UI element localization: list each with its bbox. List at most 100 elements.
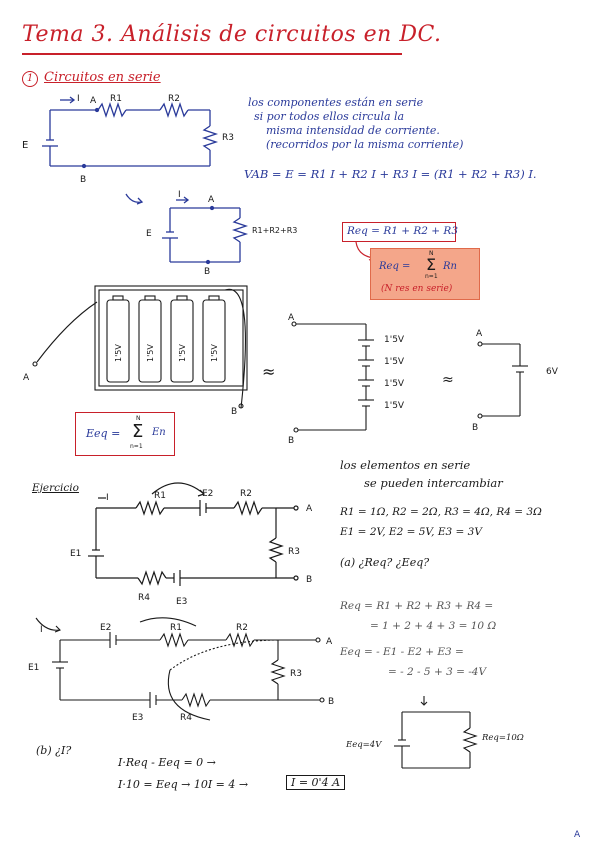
stack-cell-1: 1'5V: [384, 335, 405, 345]
sigma-icon: Σ: [426, 255, 437, 274]
exercise-values-r: R1 = 1Ω, R2 = 2Ω, R3 = 4Ω, R4 = 3Ω: [340, 506, 542, 518]
single-battery-diagram: A B 6V: [472, 329, 559, 432]
serie-description: los componentes están en serie si por to…: [248, 96, 463, 152]
ex2-node-a: A: [326, 637, 333, 647]
circuit2-node-a: A: [208, 195, 215, 205]
ex-e2-label: E2: [202, 489, 213, 499]
exercise-values-e: E1 = 2V, E2 = 5V, E3 = 3V: [340, 526, 482, 538]
question-a: (a) ¿Req? ¿Eeq?: [340, 556, 430, 569]
battery-cell-3: 1'5V: [178, 344, 187, 362]
circuit2-req-label: R1+R2+R3: [252, 226, 297, 235]
equation-b2: I·10 = Eeq → 10I = 4 →: [118, 778, 249, 791]
stacked-battery-diagram: A B 1'5V 1'5V 1'5V 1'5V: [288, 313, 405, 446]
ex2-node-b: B: [328, 697, 334, 707]
exercise-redrawn-circuit: I E2 R1 R2 A E1 R3 E3 R4 B: [28, 617, 334, 723]
circuit2-e-label: E: [146, 229, 152, 239]
solution-eeq1: Eeq = - E1 - E2 + E3 =: [340, 646, 464, 658]
stack-node-b: B: [288, 436, 294, 446]
stack-cell-3: 1'5V: [384, 379, 405, 389]
circuit1-r2-label: R2: [168, 94, 180, 104]
ex-current-label: I: [106, 493, 109, 503]
equation-b1: I·Req - Eeq = 0 →: [118, 756, 216, 769]
exercise-heading: Ejercicio: [32, 482, 79, 494]
solution-block: Req = R1 + R2 + R3 + R4 = = 1 + 2 + 4 + …: [340, 596, 496, 682]
exercise-values: R1 = 1Ω, R2 = 2Ω, R3 = 4Ω, R4 = 3Ω E1 = …: [340, 502, 542, 542]
ex-e1-label: E1: [70, 549, 81, 559]
circuit1-node-b: B: [80, 175, 86, 185]
ex-node-a: A: [306, 504, 313, 514]
eeq-lhs: Eeq =: [86, 427, 121, 440]
stack-cell-2: 1'5V: [384, 357, 405, 367]
title-underline: [22, 53, 402, 55]
req-sum-box: Req = N Σ n=1 Rn (N res en serie): [370, 248, 480, 300]
vab-equation: VAB = E = R1 I + R2 I + R3 I = (R1 + R2 …: [244, 167, 537, 181]
ex2-r1-label: R1: [170, 623, 182, 633]
section-heading: 1 Circuitos en serie: [22, 70, 161, 87]
serie-desc-line1: los componentes están en serie: [248, 96, 424, 109]
question-b: (b) ¿I?: [36, 744, 72, 757]
single-node-b: B: [472, 423, 478, 432]
ex-r1-label: R1: [154, 491, 166, 501]
ex-r4-label: R4: [138, 593, 150, 603]
ex-r2-label: R2: [240, 489, 252, 499]
circuit1-node-a: A: [90, 96, 97, 106]
approx-symbol-2: ≈: [442, 372, 454, 388]
battery-cell-2: 1'5V: [146, 344, 155, 362]
ex2-e3-label: E3: [132, 713, 143, 723]
page-title: Tema 3. Análisis de circuitos en DC.: [22, 22, 442, 47]
eeq-sum-bottom: n=1: [130, 443, 143, 450]
circuit1-e-label: E: [22, 140, 28, 151]
req-formula: Req = R1 + R2 + R3: [347, 225, 459, 237]
serie-desc-line4: (recorridos por la misma corriente): [266, 138, 464, 151]
ex2-e1-label: E1: [28, 663, 39, 673]
req-sum-bottom: n=1: [425, 273, 438, 280]
stack-node-a: A: [288, 313, 295, 323]
req-sum-lhs: Req =: [379, 261, 411, 272]
ex-e3-label: E3: [176, 597, 187, 606]
circuit2-current-label: I: [178, 190, 181, 200]
solution-req2: = 1 + 2 + 4 + 3 = 10 Ω: [370, 620, 497, 632]
serie-desc-line2: si por todos ellos circula la: [254, 110, 405, 123]
circuit1-r3-label: R3: [222, 133, 234, 143]
answer-box: I = 0'4 A: [286, 775, 346, 790]
circuit2-node-b: B: [204, 267, 210, 277]
circuit1-r1-label: R1: [110, 94, 122, 104]
req-formula-box: Req = R1 + R2 + R3: [342, 222, 459, 242]
battery-cell-1: 1'5V: [114, 344, 123, 362]
ex-node-b: B: [306, 575, 312, 585]
battery-pack-diagram: 1'5V 1'5V 1'5V 1'5V A B: [23, 285, 248, 417]
circuit1-current-label: I: [77, 94, 80, 104]
single-battery-total: 6V: [546, 367, 559, 377]
solution-eeq2: = - 2 - 5 + 3 = -4V: [388, 666, 487, 678]
req-sum-term: Rn: [443, 261, 457, 272]
serie-elements-note: los elementos en serie se pueden interca…: [340, 456, 503, 492]
eeq-formula-box: Eeq = N Σ n=1 En: [75, 412, 175, 456]
battery-node-b: B: [231, 407, 237, 417]
sigma-icon-eeq: Σ: [132, 421, 144, 442]
single-node-a: A: [476, 329, 483, 339]
eeq-term: En: [152, 427, 166, 438]
serie-desc-line3: misma intensidad de corriente.: [266, 124, 440, 137]
section-title: Circuitos en serie: [44, 70, 161, 85]
page-number: A: [574, 830, 581, 840]
serie-elements-line1: los elementos en serie: [340, 458, 471, 472]
battery-cell-4: 1'5V: [210, 344, 219, 362]
final-eeq-label: Eeq=4V: [346, 740, 382, 750]
stack-cell-4: 1'5V: [384, 401, 405, 411]
section-number: 1: [22, 71, 38, 87]
battery-node-a: A: [23, 373, 30, 383]
eeq-sum-top: N: [136, 415, 141, 422]
ex2-current-label: I: [40, 625, 43, 635]
serie-elements-line2: se pueden intercambiar: [364, 476, 503, 490]
ex2-r2-label: R2: [236, 623, 248, 633]
ex2-r4-label: R4: [180, 713, 192, 723]
ex-r3-label: R3: [288, 547, 300, 557]
ex2-e2-label: E2: [100, 623, 111, 633]
final-equivalent-circuit: [394, 696, 478, 769]
series-circuit-diagram: I A R1 R2 R3 E B: [22, 94, 234, 185]
ex2-r3-label: R3: [290, 669, 302, 679]
final-req-label: Req=10Ω: [482, 733, 524, 743]
exercise-circuit-diagram: I R1 E2 R2 A E1 R3 R4 E3 B: [70, 482, 313, 606]
req-sum-top: N: [429, 250, 434, 257]
